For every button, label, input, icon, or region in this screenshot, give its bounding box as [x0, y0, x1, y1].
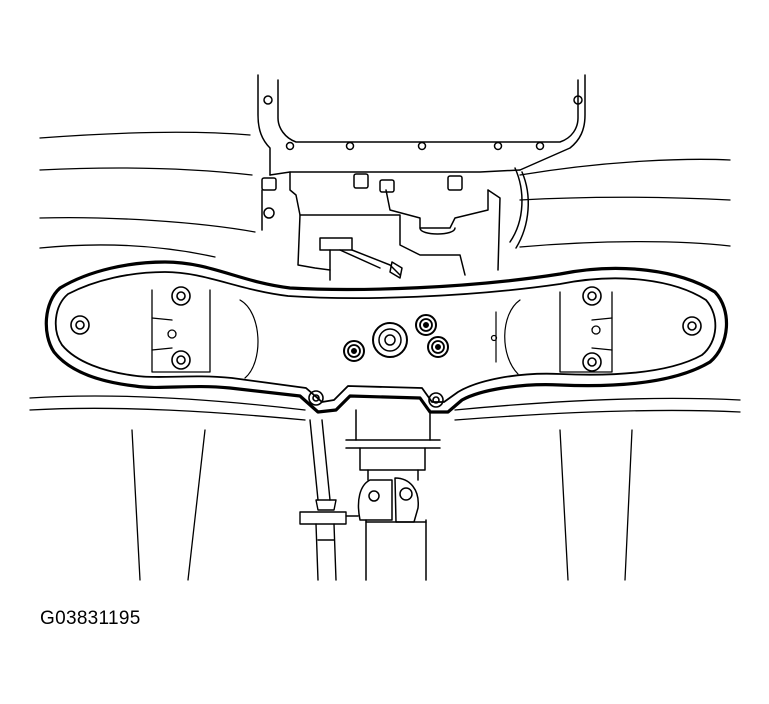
bolt	[582, 286, 602, 306]
nut	[343, 340, 365, 362]
nut	[427, 336, 449, 358]
bolt	[582, 352, 602, 372]
vehicle-underbody-lines	[29, 131, 741, 581]
bolt	[171, 350, 191, 370]
crossmember-outline	[44, 260, 728, 414]
brake-cable	[299, 419, 359, 581]
nut	[415, 314, 437, 336]
bolt	[171, 286, 191, 306]
engine-oil-pan	[257, 74, 586, 281]
crossmember-bolts	[70, 286, 702, 408]
transmission-mount-nuts	[343, 314, 449, 362]
figure-id-label: G03831195	[40, 608, 141, 629]
bolt	[428, 392, 444, 408]
bolt	[682, 316, 702, 336]
propeller-shaft	[345, 409, 441, 581]
bolt	[308, 390, 324, 406]
bolt	[70, 315, 90, 335]
